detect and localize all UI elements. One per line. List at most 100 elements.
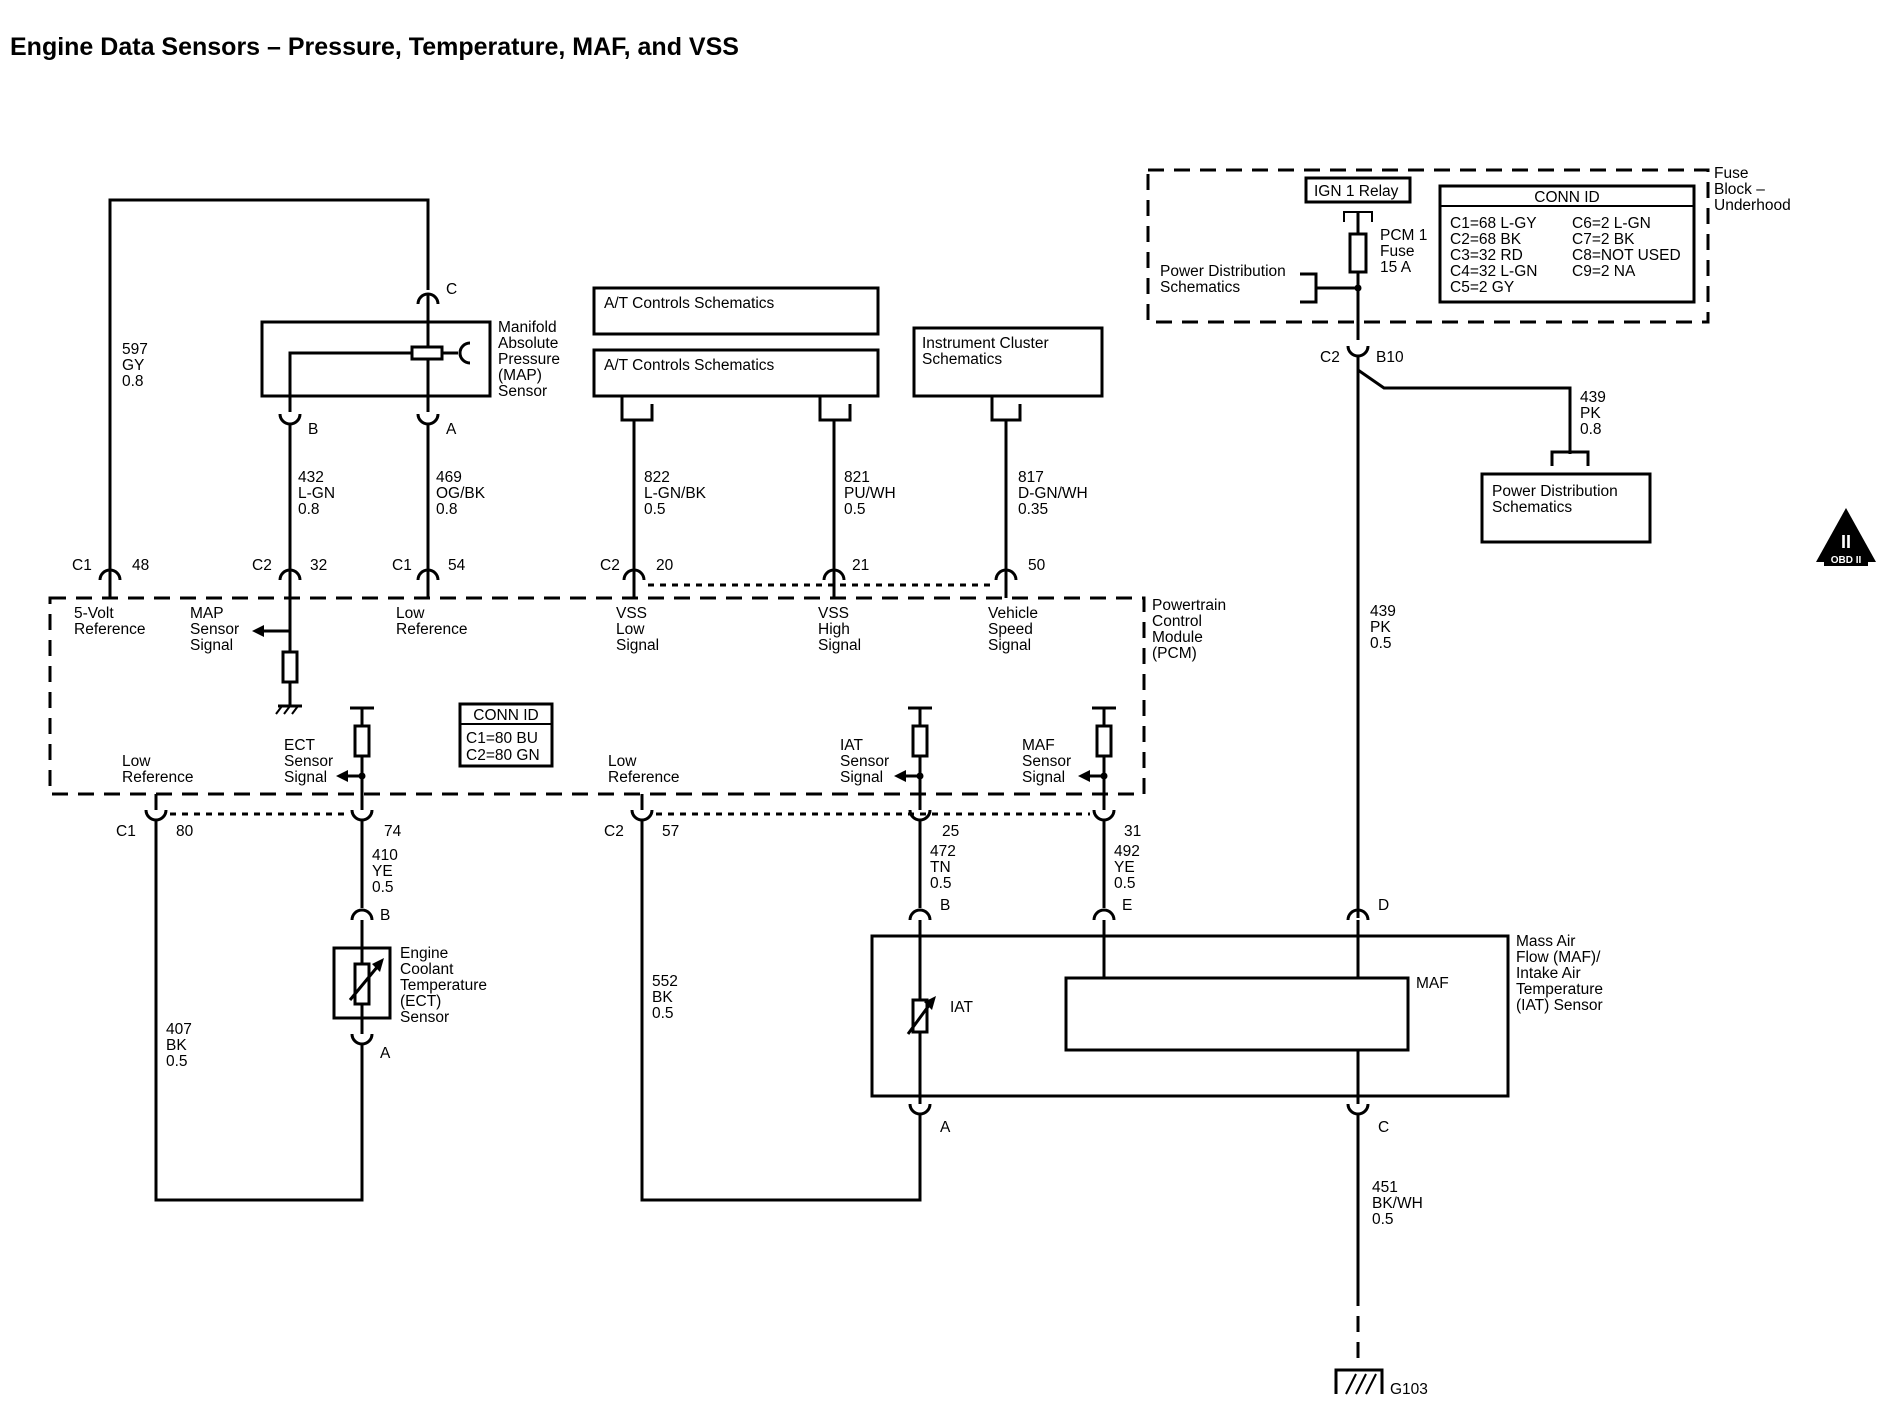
- svg-text:A: A: [380, 1045, 391, 1062]
- svg-text:439: 439: [1580, 389, 1606, 406]
- iat-pullup-resistor: [894, 706, 932, 794]
- svg-text:Signal: Signal: [616, 637, 659, 654]
- pcm-conn-id-table: CONN ID C1=80 BU C2=80 GN: [458, 702, 554, 768]
- svg-text:Flow (MAF)/: Flow (MAF)/: [1516, 949, 1601, 966]
- fuse-block-connector-c2-b10: C2 B10: [1320, 345, 1404, 366]
- pcm-label-vss-low: VSS Low Signal: [616, 605, 659, 654]
- wire-822: 822 L-GN/BK 0.5: [632, 420, 707, 578]
- map-connector-a: A: [416, 413, 457, 438]
- fuse-block-label: Fuse Block – Underhood: [1714, 165, 1791, 214]
- svg-text:C2: C2: [604, 823, 624, 840]
- power-distribution-box: Power Distribution Schematics: [1480, 472, 1652, 544]
- svg-text:Reference: Reference: [608, 769, 680, 786]
- svg-text:Signal: Signal: [988, 637, 1031, 654]
- svg-text:C1=80 BU: C1=80 BU: [466, 730, 538, 747]
- svg-text:Pressure: Pressure: [498, 351, 560, 368]
- wire-410: 410 YE 0.5: [360, 820, 398, 908]
- svg-text:0.5: 0.5: [1114, 875, 1136, 892]
- pcm-pin-21: 21: [822, 557, 869, 598]
- svg-text:Low: Low: [396, 605, 425, 622]
- svg-text:C2: C2: [252, 557, 272, 574]
- svg-text:Instrument Cluster: Instrument Cluster: [922, 335, 1049, 352]
- svg-text:0.5: 0.5: [844, 501, 866, 518]
- svg-text:Block –: Block –: [1714, 181, 1765, 198]
- svg-text:Sensor: Sensor: [498, 383, 547, 400]
- svg-text:PK: PK: [1370, 619, 1391, 636]
- svg-text:407: 407: [166, 1021, 192, 1038]
- wire-439-to-maf: 439 PK 0.5: [1356, 356, 1396, 918]
- svg-text:PCM 1: PCM 1: [1380, 227, 1427, 244]
- svg-text:Sensor: Sensor: [284, 753, 333, 770]
- svg-text:MAP: MAP: [190, 605, 224, 622]
- svg-text:L-GN/BK: L-GN/BK: [644, 485, 707, 502]
- maf-pullup-resistor: [1078, 706, 1116, 794]
- svg-text:Intake Air: Intake Air: [1516, 965, 1581, 982]
- svg-text:Power Distribution: Power Distribution: [1160, 263, 1286, 280]
- svg-text:0.8: 0.8: [122, 373, 144, 390]
- svg-text:C: C: [1378, 1119, 1389, 1136]
- pcm-label-5v-reference: 5-Volt Reference: [74, 605, 146, 638]
- pcm-label: Powertrain Control Module (PCM): [1152, 597, 1226, 662]
- svg-text:CONN ID: CONN ID: [1534, 189, 1599, 206]
- svg-text:Coolant: Coolant: [400, 961, 454, 978]
- svg-text:0.5: 0.5: [930, 875, 952, 892]
- wire-552: 552 BK 0.5: [640, 820, 922, 1202]
- svg-text:Powertrain: Powertrain: [1152, 597, 1226, 614]
- pcm-label-low-reference-b2: Low Reference: [608, 753, 680, 786]
- wire-817: 817 D-GN/WH 0.35: [1004, 420, 1088, 578]
- svg-text:Signal: Signal: [818, 637, 861, 654]
- svg-text:C: C: [446, 281, 457, 298]
- svg-text:469: 469: [436, 469, 462, 486]
- maf-connector-e: E: [1092, 897, 1132, 936]
- pcm-label-low-reference-top: Low Reference: [396, 605, 468, 638]
- svg-text:B: B: [940, 897, 950, 914]
- svg-text:MAF: MAF: [1416, 975, 1449, 992]
- ground-g103: G103: [1334, 1368, 1428, 1398]
- svg-text:0.5: 0.5: [372, 879, 394, 896]
- svg-text:822: 822: [644, 469, 670, 486]
- svg-text:Manifold: Manifold: [498, 319, 557, 336]
- svg-text:Schematics: Schematics: [922, 351, 1002, 368]
- svg-text:552: 552: [652, 973, 678, 990]
- svg-text:C1: C1: [72, 557, 92, 574]
- svg-text:Fuse: Fuse: [1714, 165, 1748, 182]
- svg-text:0.5: 0.5: [644, 501, 666, 518]
- svg-text:IAT: IAT: [840, 737, 863, 754]
- wire-407: 407 BK 0.5: [154, 820, 364, 1202]
- svg-text:A: A: [446, 421, 457, 438]
- svg-text:A: A: [940, 1119, 951, 1136]
- svg-text:Schematics: Schematics: [1160, 279, 1240, 296]
- svg-text:C2=80 GN: C2=80 GN: [466, 747, 540, 764]
- pcm-pin-c1-48: C1 48: [72, 557, 149, 598]
- svg-text:0.8: 0.8: [1580, 421, 1602, 438]
- svg-text:Temperature: Temperature: [1516, 981, 1603, 998]
- instrument-cluster-box: Instrument Cluster Schematics: [912, 326, 1104, 422]
- pcm-label-maf-signal: MAF Sensor Signal: [1022, 737, 1071, 786]
- svg-text:597: 597: [122, 341, 148, 358]
- pcm-pin-74: 74: [350, 794, 402, 840]
- svg-text:451: 451: [1372, 1179, 1398, 1196]
- svg-text:CONN ID: CONN ID: [473, 707, 538, 724]
- svg-text:E: E: [1122, 897, 1132, 914]
- power-distribution-ref-left: Power Distribution Schematics: [1160, 263, 1362, 304]
- map-signal-pullup-resistor: [252, 598, 302, 715]
- pcm-label-vss-high: VSS High Signal: [818, 605, 861, 654]
- svg-text:B10: B10: [1376, 349, 1404, 366]
- obd-ii-badge: II OBD II: [1816, 508, 1876, 566]
- pcm-pin-50: 50: [994, 557, 1046, 598]
- svg-text:Low: Low: [616, 621, 645, 638]
- svg-text:Vehicle: Vehicle: [988, 605, 1038, 622]
- svg-text:YE: YE: [372, 863, 393, 880]
- pcm-label-low-reference-b1: Low Reference: [122, 753, 194, 786]
- fuse-block-box: [1146, 168, 1710, 324]
- svg-text:410: 410: [372, 847, 398, 864]
- pcm-pin-c2-32: C2 32: [252, 557, 327, 598]
- svg-text:57: 57: [662, 823, 679, 840]
- map-sensor: Manifold Absolute Pressure (MAP) Sensor: [260, 319, 560, 412]
- svg-text:0.8: 0.8: [298, 501, 320, 518]
- svg-text:VSS: VSS: [616, 605, 647, 622]
- svg-text:0.8: 0.8: [436, 501, 458, 518]
- svg-text:PK: PK: [1580, 405, 1601, 422]
- at-controls-box-2: A/T Controls Schematics: [592, 348, 880, 422]
- maf-connector-c: C: [1346, 1096, 1389, 1136]
